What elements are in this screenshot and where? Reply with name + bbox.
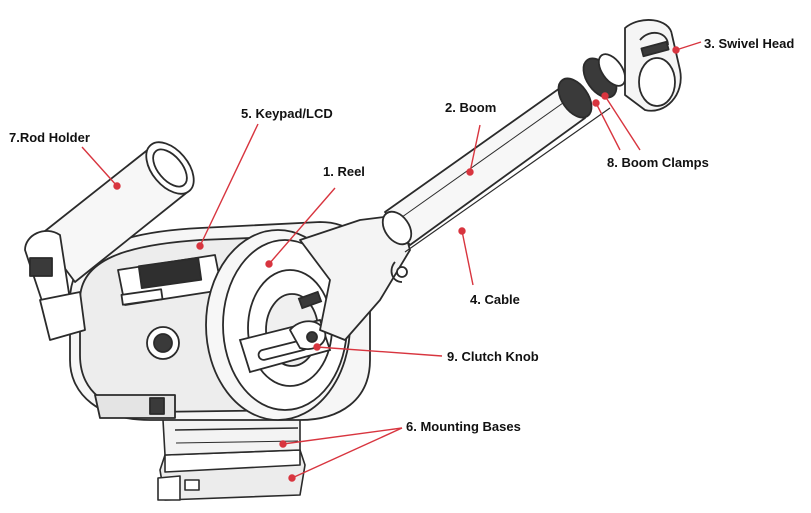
leader-lines — [81, 41, 702, 482]
rod-holder-illustration — [24, 141, 195, 341]
boom-bracket-illustration — [299, 214, 411, 341]
reel-illustration — [205, 229, 351, 421]
label-mounting-bases: 6. Mounting Bases — [406, 419, 521, 434]
label-swivel-head: 3. Swivel Head — [704, 36, 795, 51]
boom-illustration — [381, 53, 627, 253]
label-boom-clamps: 8. Boom Clamps — [607, 155, 709, 170]
leader-keypad-lcd — [196, 123, 259, 250]
label-rod-holder: 7.Rod Holder — [9, 130, 90, 145]
label-cable: 4. Cable — [470, 292, 520, 307]
leader-rod-holder — [81, 146, 121, 190]
boom-clamps-illustration — [557, 53, 627, 119]
leader-boom — [466, 124, 481, 176]
leader-mounting-bases — [279, 427, 403, 482]
label-boom: 2. Boom — [445, 100, 497, 115]
leader-boom-clamps — [592, 92, 641, 151]
label-keypad-lcd: 5. Keypad/LCD — [241, 106, 333, 121]
leader-swivel-head — [672, 41, 702, 54]
swivel-head-illustration — [624, 19, 682, 112]
leader-cable — [458, 227, 474, 286]
mounting-bases-illustration — [157, 409, 306, 501]
leader-reel — [265, 187, 336, 268]
leader-clutch-knob — [313, 343, 443, 357]
label-reel: 1. Reel — [323, 164, 365, 179]
label-clutch-knob: 9. Clutch Knob — [447, 349, 539, 364]
